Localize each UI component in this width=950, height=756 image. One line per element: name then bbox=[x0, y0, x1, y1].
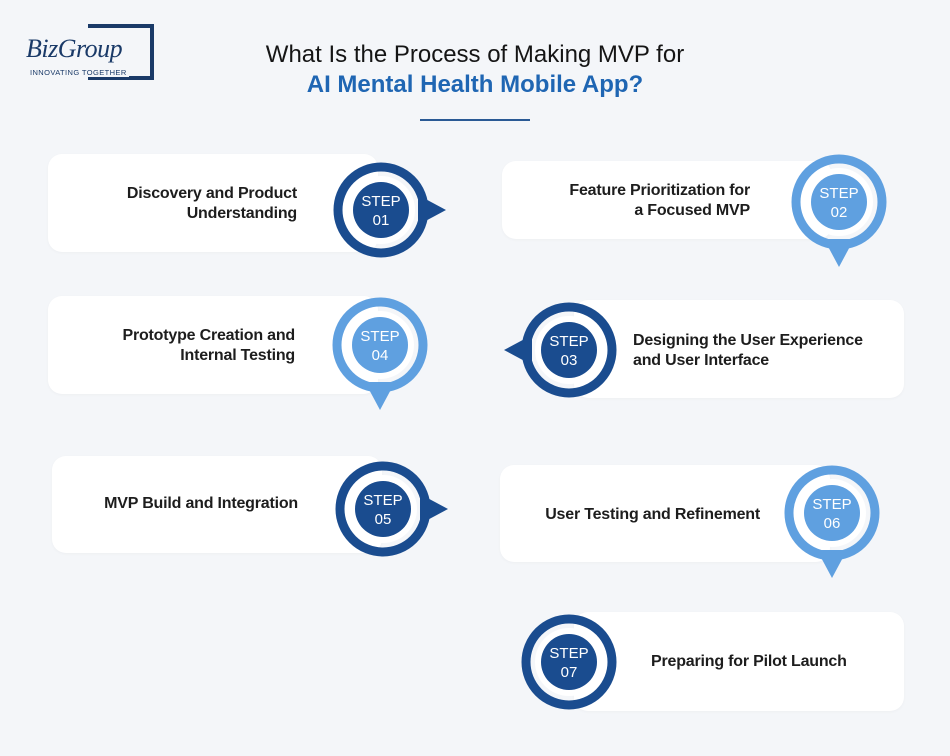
bizgroup-logo: BizGroup INNOVATING TOGETHER bbox=[24, 24, 158, 84]
logo-frame bbox=[88, 24, 154, 80]
step-04-badge: STEP 04 bbox=[305, 270, 455, 420]
step-07-number: 07 bbox=[560, 664, 578, 681]
logo-tagline: INNOVATING TOGETHER bbox=[30, 68, 129, 77]
step-02-word: STEP bbox=[819, 185, 859, 202]
step-03-number: 03 bbox=[560, 352, 578, 369]
step-02-badge: STEP 02 bbox=[764, 127, 914, 277]
step-07-card bbox=[574, 612, 904, 711]
step-06-word: STEP bbox=[812, 496, 852, 513]
title-line-2: AI Mental Health Mobile App? bbox=[306, 71, 644, 98]
step-03-label: Designing the User Experience and User I… bbox=[633, 332, 863, 369]
step-01-number: 01 bbox=[372, 212, 390, 229]
step-05-number: 05 bbox=[374, 511, 392, 528]
step-02-label: Feature Prioritization for a Focused MVP bbox=[569, 182, 750, 219]
step-06-badge: STEP 06 bbox=[757, 438, 907, 588]
step-07-badge: STEP 07 bbox=[494, 587, 644, 737]
step-07-label: Preparing for Pilot Launch bbox=[651, 653, 847, 670]
logo-brand: BizGroup bbox=[26, 34, 125, 64]
step-04-label: Prototype Creation and Internal Testing bbox=[122, 327, 295, 364]
step-03-badge: STEP 03 bbox=[494, 275, 644, 425]
step-01-word: STEP bbox=[361, 193, 401, 210]
step-02-number: 02 bbox=[830, 204, 848, 221]
step-07-word: STEP bbox=[549, 645, 589, 662]
step-06-number: 06 bbox=[823, 515, 841, 532]
title-divider bbox=[420, 119, 530, 121]
step-04-number: 04 bbox=[371, 347, 389, 364]
step-05-card bbox=[52, 456, 382, 553]
step-01-card bbox=[48, 154, 378, 252]
step-01-label: Discovery and Product Understanding bbox=[126, 185, 297, 222]
step-02-card bbox=[502, 161, 832, 239]
step-01-badge: STEP 01 bbox=[306, 135, 456, 285]
step-06-label: User Testing and Refinement bbox=[545, 506, 760, 523]
title-line-1: What Is the Process of Making MVP for bbox=[265, 41, 685, 68]
page-title: What Is the Process of Making MVP for AI… bbox=[0, 40, 950, 100]
step-05-badge: STEP 05 bbox=[308, 434, 458, 584]
step-03-card bbox=[574, 300, 904, 398]
step-03-word: STEP bbox=[549, 333, 589, 350]
step-06-card bbox=[500, 465, 830, 562]
step-05-word: STEP bbox=[363, 492, 403, 509]
step-05-label: MVP Build and Integration bbox=[104, 495, 298, 512]
step-04-word: STEP bbox=[360, 328, 400, 345]
step-04-card bbox=[48, 296, 378, 394]
